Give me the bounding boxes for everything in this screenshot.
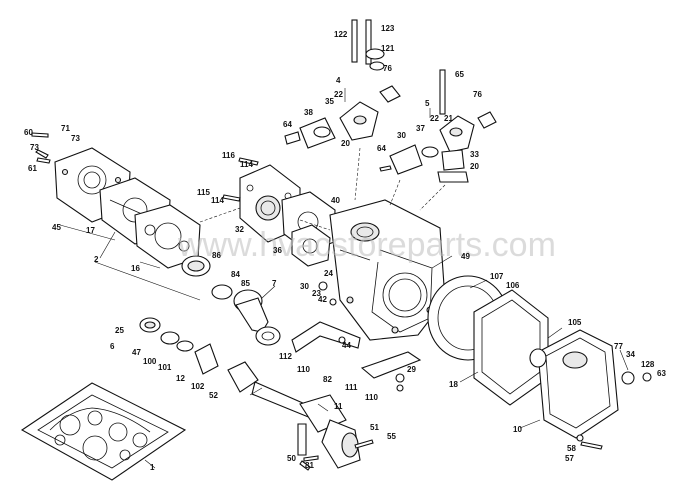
callout-38: 38 <box>304 108 313 117</box>
callout-128: 128 <box>641 360 655 369</box>
callout-22a: 22 <box>334 90 343 99</box>
callout-32: 32 <box>235 225 244 234</box>
fasteners <box>31 132 603 471</box>
callout-101: 101 <box>158 363 172 372</box>
callout-37: 37 <box>416 124 425 133</box>
callout-86: 86 <box>212 251 221 260</box>
callout-111: 111 <box>345 383 358 392</box>
callout-6: 6 <box>110 342 115 351</box>
callout-112: 112 <box>279 352 292 361</box>
callout-64a: 64 <box>283 120 292 129</box>
callout-58: 58 <box>567 444 576 453</box>
watermark-text: www.hvacstoreparts.com <box>177 226 556 264</box>
crankshaft-assembly <box>139 317 361 469</box>
callout-50: 50 <box>287 454 296 463</box>
callout-65: 65 <box>455 70 464 79</box>
callout-84: 84 <box>231 270 240 279</box>
callout-110a: 110 <box>297 365 310 374</box>
callout-105: 105 <box>568 318 582 327</box>
callout-30b: 30 <box>300 282 309 291</box>
callout-81: 81 <box>305 461 314 470</box>
callout-76b: 76 <box>473 90 482 99</box>
callout-20a: 20 <box>341 139 350 148</box>
piston-assembly <box>181 255 281 346</box>
callout-labels: 122 123 121 4 76 22 35 38 64 20 65 5 76 … <box>24 24 666 472</box>
callout-121: 121 <box>381 44 395 53</box>
callout-110b: 110 <box>365 393 378 402</box>
callout-44: 44 <box>342 341 351 350</box>
callout-82: 82 <box>323 375 332 384</box>
callout-85: 85 <box>241 279 250 288</box>
motor-end-housing <box>529 329 652 439</box>
cylinder-head-stack <box>54 147 201 269</box>
callout-63: 63 <box>657 369 666 378</box>
callout-102: 102 <box>191 382 205 391</box>
callout-7: 7 <box>272 279 277 288</box>
callout-57: 57 <box>565 454 574 463</box>
callout-12: 12 <box>176 374 185 383</box>
callout-30a: 30 <box>397 131 406 140</box>
callout-10: 10 <box>513 425 522 434</box>
gasket-set-panel <box>20 382 187 481</box>
callout-1: 1 <box>150 463 155 472</box>
callout-73a: 73 <box>71 134 80 143</box>
callout-114a: 114 <box>240 160 253 169</box>
callout-45: 45 <box>52 223 61 232</box>
valve-plate <box>239 164 336 267</box>
callout-100: 100 <box>143 357 157 366</box>
callout-18: 18 <box>449 380 458 389</box>
callout-114b: 114 <box>211 196 224 205</box>
callout-71: 71 <box>61 124 70 133</box>
callout-51: 51 <box>370 423 379 432</box>
callout-33: 33 <box>470 150 479 159</box>
leader-lines <box>59 88 629 469</box>
callout-47: 47 <box>132 348 141 357</box>
callout-4: 4 <box>336 76 341 85</box>
callout-107: 107 <box>490 272 504 281</box>
callout-11: 11 <box>334 402 343 411</box>
callout-22b: 22 <box>430 114 439 123</box>
callout-106: 106 <box>506 281 520 290</box>
callout-123: 123 <box>381 24 395 33</box>
callout-40: 40 <box>331 196 340 205</box>
callout-24: 24 <box>324 269 333 278</box>
callout-80: 60 <box>24 128 33 137</box>
callout-115: 115 <box>197 188 210 197</box>
callout-36: 36 <box>273 246 282 255</box>
callout-17: 17 <box>86 226 95 235</box>
service-valve-right <box>389 69 497 183</box>
callout-5: 5 <box>425 99 430 108</box>
callout-34: 34 <box>626 350 635 359</box>
end-cover-assembly <box>427 275 549 406</box>
callout-49: 49 <box>461 252 470 261</box>
callout-35: 35 <box>325 97 334 106</box>
callout-77: 77 <box>614 342 623 351</box>
callout-52: 52 <box>209 391 218 400</box>
callout-2: 2 <box>94 255 99 264</box>
callout-116: 116 <box>222 151 235 160</box>
callout-23: 23 <box>312 289 321 298</box>
callout-16: 16 <box>131 264 140 273</box>
callout-64b: 64 <box>377 144 386 153</box>
callout-55: 55 <box>387 432 396 441</box>
service-valve-left <box>284 19 401 149</box>
callout-29: 29 <box>407 365 416 374</box>
callout-25: 25 <box>115 326 124 335</box>
callout-73b: 73 <box>30 143 39 152</box>
callout-42: 42 <box>318 295 327 304</box>
callout-21: 21 <box>444 114 453 123</box>
callout-20b: 20 <box>470 162 479 171</box>
callout-76a: 76 <box>383 64 392 73</box>
mounting-brackets <box>291 321 422 379</box>
callout-122: 122 <box>334 30 348 39</box>
callout-61: 61 <box>28 164 37 173</box>
